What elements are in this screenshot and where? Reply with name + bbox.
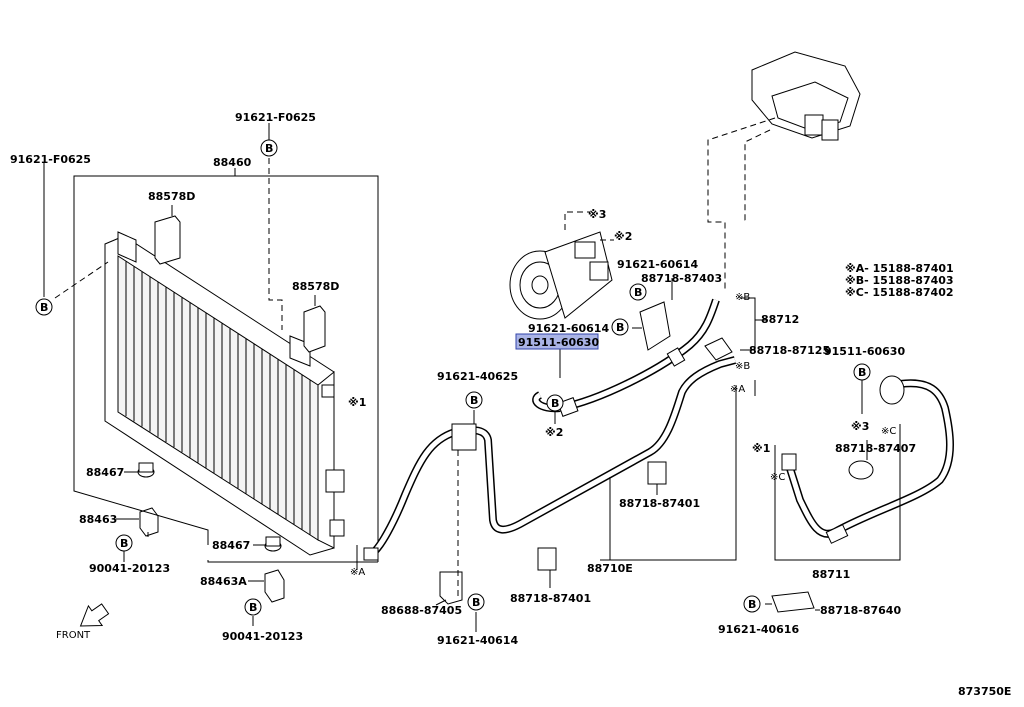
- label-cushion-lower-1: 88467: [86, 466, 124, 479]
- label-bolt-condenser-top: 91621-F0625: [235, 111, 316, 124]
- label-condenser: 88460: [213, 156, 252, 169]
- label-clamp-87407: 88718-87407: [835, 442, 916, 455]
- pipes: [356, 278, 954, 632]
- label-mark-3-right: ※3: [851, 420, 869, 433]
- circle-b-letter: B: [120, 537, 128, 550]
- circle-b-letter: B: [748, 598, 756, 611]
- label-bolt-91621-40616: 91621-40616: [718, 623, 799, 636]
- label-bolt-bracket-2: 90041-20123: [222, 630, 303, 643]
- label-mark-b-1: ※B: [735, 292, 750, 303]
- circle-b-letter: B: [634, 286, 642, 299]
- label-highlighted-part[interactable]: 91511-60630: [518, 336, 599, 349]
- legend-line-2: ※B- 15188-87403: [845, 274, 954, 287]
- label-mark-1-condenser: ※1: [348, 396, 366, 409]
- condenser-fins: [117, 256, 319, 540]
- label-bolt-compressor: 91621-60614: [617, 258, 698, 271]
- evaporator-unit: [707, 51, 861, 290]
- circle-b-letter: B: [858, 366, 866, 379]
- label-mark-3-compressor: ※3: [588, 208, 606, 221]
- label-clamp-87640: 88718-87640: [820, 604, 901, 617]
- label-bracket-88688: 88688-87405: [381, 604, 462, 617]
- front-arrow-icon: [79, 603, 110, 627]
- circle-b-marker: [853, 363, 871, 381]
- legend-line-1: ※A- 15188-87401: [845, 262, 954, 275]
- front-label: FRONT: [56, 630, 91, 641]
- label-pipe-liquid: 88711: [812, 568, 850, 581]
- label-mark-b-2: ※B: [735, 361, 750, 372]
- label-clamp-87401-a: 88718-87401: [619, 497, 700, 510]
- label-mark-c-1: ※C: [770, 472, 785, 483]
- circle-b-letter: B: [616, 321, 624, 334]
- circle-b-marker: [465, 391, 483, 409]
- label-mark-a-right: ※A: [730, 384, 745, 395]
- label-bolt-91511-right: 91511-60630: [824, 345, 905, 358]
- circle-b-marker: [546, 394, 564, 412]
- circle-b-marker: [35, 298, 53, 316]
- label-clamp-compressor: 88718-87403: [641, 272, 722, 285]
- diagram-id: 873750E: [958, 685, 1011, 698]
- circle-b-letter: B: [40, 301, 48, 314]
- label-bolt-91621-40614: 91621-40614: [437, 634, 518, 647]
- circle-b-marker: [743, 595, 761, 613]
- circle-b-marker: [467, 593, 485, 611]
- label-mark-c-2: ※C: [881, 426, 896, 437]
- label-cushion-upper-1: 88578D: [148, 190, 195, 203]
- circle-b-marker: [115, 534, 133, 552]
- label-pipe-suction: 88712: [761, 313, 799, 326]
- label-mark-a-left: ※A: [350, 567, 365, 578]
- label-pipe-discharge: 88710E: [587, 562, 633, 575]
- condenser-assembly: [43, 123, 379, 626]
- circle-b-marker: [260, 139, 278, 157]
- circle-b-letter: B: [551, 397, 559, 410]
- circle-b-letter: B: [265, 142, 273, 155]
- label-mark-2-lower: ※2: [545, 426, 563, 439]
- label-bracket-1: 88463: [79, 513, 117, 526]
- label-bolt-compressor-2: 91621-60614: [528, 322, 609, 335]
- circle-b-letter: B: [249, 601, 257, 614]
- legend-line-3: ※C- 15188-87402: [845, 286, 954, 299]
- label-bracket-2: 88463A: [200, 575, 247, 588]
- label-cushion-lower-2: 88467: [212, 539, 250, 552]
- label-clamp-87401-b: 88718-87401: [510, 592, 591, 605]
- highlight-box: [515, 333, 599, 350]
- circle-b-marker: [244, 598, 262, 616]
- circle-b-marker: [629, 283, 647, 301]
- circle-b-letter: B: [472, 596, 480, 609]
- label-mark-1-right: ※1: [752, 442, 770, 455]
- label-bolt-condenser-left: 91621-F0625: [10, 153, 91, 166]
- circle-b-letter: B: [470, 394, 478, 407]
- label-bolt-bracket-1: 90041-20123: [89, 562, 170, 575]
- label-cushion-upper-2: 88578D: [292, 280, 339, 293]
- label-clamp-88718-87125: 88718-87125: [749, 344, 830, 357]
- part-labels: 91621-F0625 91621-F0625 88460 88578D 885…: [10, 111, 1011, 698]
- compressor: [509, 211, 614, 320]
- circle-b-symbols: B B B B B B B B B B B: [35, 139, 871, 616]
- label-mark-2-compressor: ※2: [614, 230, 632, 243]
- label-bolt-91621-40625: 91621-40625: [437, 370, 518, 383]
- circle-b-marker: [611, 318, 629, 336]
